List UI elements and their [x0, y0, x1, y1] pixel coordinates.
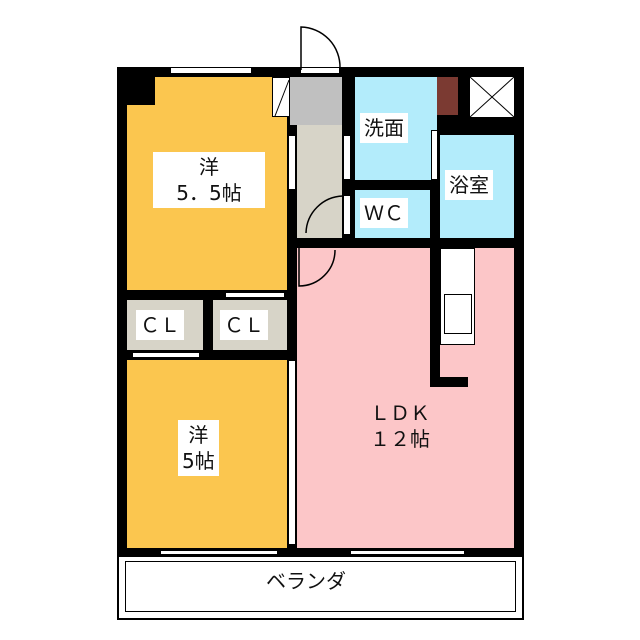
bath-label: 浴室 [445, 170, 493, 200]
room-size: １２帖 [370, 427, 430, 451]
room-name: 洋 [199, 155, 219, 179]
window [170, 67, 252, 74]
window [350, 550, 465, 555]
window [160, 550, 278, 555]
room-name: 洋 [188, 423, 209, 447]
closet-1-label: ＣＬ [136, 310, 184, 340]
washroom-label: 洗面 [360, 113, 408, 143]
wc-label: ＷＣ [360, 198, 408, 228]
shoe-box [272, 77, 290, 117]
closet-2-label: ＣＬ [220, 310, 268, 340]
storage-box [469, 76, 515, 118]
kitchen-counter [440, 248, 475, 345]
veranda [117, 553, 524, 620]
room-size: 5．5帖 [176, 181, 242, 205]
entrance-door [300, 26, 341, 70]
room-name: ＬＤＫ [370, 401, 430, 425]
hallway [297, 125, 342, 238]
wc-door [305, 195, 344, 234]
pipe-shaft [437, 77, 458, 115]
ldk-door [298, 248, 336, 287]
western-room-1-label: 洋 5．5帖 [153, 152, 265, 208]
ldk-label: ＬＤＫ １２帖 [366, 398, 434, 454]
veranda-label: ベランダ [266, 569, 346, 593]
entrance [290, 77, 342, 125]
room-size: 5帖 [182, 449, 215, 473]
western-room-2-label: 洋 5帖 [178, 420, 219, 476]
